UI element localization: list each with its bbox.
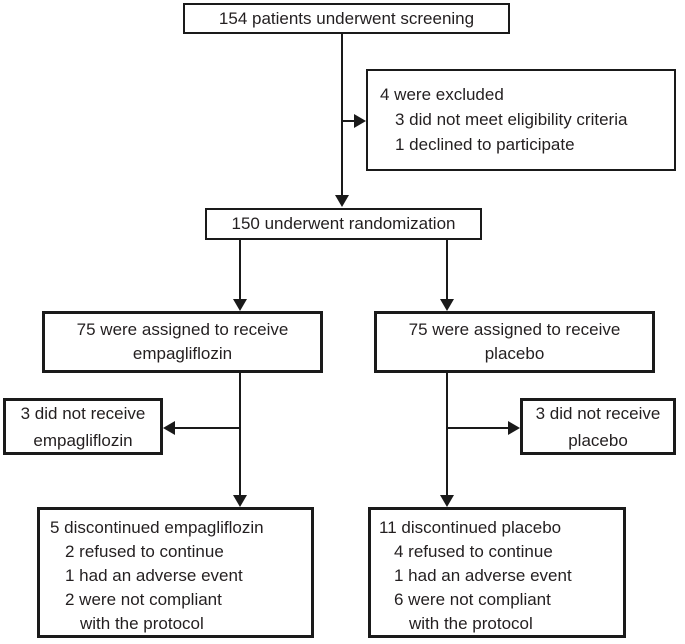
arrowhead-into-assigned-placebo: [440, 299, 454, 311]
not-received-placebo-box: 3 did not receive placebo: [520, 398, 676, 455]
arrowhead-into-excluded: [354, 114, 366, 128]
assigned-empagliflozin-box: 75 were assigned to receive empagliflozi…: [42, 311, 323, 373]
connector-to-not-received-placebo: [447, 427, 509, 429]
assigned-placebo-box: 75 were assigned to receive placebo: [374, 311, 655, 373]
assigned-empagliflozin-line2: empagliflozin: [132, 344, 233, 363]
connector-to-not-received-empagliflozin: [174, 427, 241, 429]
not-received-placebo-line1: 3 did not receive: [535, 403, 661, 423]
discontinued-placebo-box: 11 discontinued placebo 4 refused to con…: [368, 507, 626, 638]
screening-box: 154 patients underwent screening: [183, 3, 510, 34]
not-received-placebo-line2: placebo: [568, 430, 628, 450]
arrowhead-into-assigned-empagliflozin: [233, 299, 247, 311]
excluded-item: 1 declined to participate: [395, 135, 575, 154]
arrowhead-into-not-received-placebo: [508, 421, 520, 435]
screening-label: 154 patients underwent screening: [218, 8, 475, 28]
discontinued-placebo-item: 4 refused to continue: [394, 542, 553, 561]
discontinued-placebo-title: 11 discontinued placebo: [379, 518, 562, 537]
arrowhead-into-discontinued-placebo: [440, 495, 454, 507]
connector-placebo-to-discontinued: [446, 373, 448, 497]
discontinued-empagliflozin-item: 1 had an adverse event: [65, 566, 243, 585]
discontinued-placebo-item: 1 had an adverse event: [394, 566, 572, 585]
connector-screening-to-randomization: [341, 34, 343, 197]
connector-randomization-to-placebo: [446, 240, 448, 302]
connector-to-excluded: [342, 120, 358, 122]
not-received-empagliflozin-box: 3 did not receive empagliflozin: [3, 398, 163, 455]
not-received-empagliflozin-line1: 3 did not receive: [20, 403, 146, 423]
discontinued-empagliflozin-item: 2 were not compliant: [65, 590, 222, 609]
assigned-placebo-line1: 75 were assigned to receive: [408, 320, 621, 339]
discontinued-empagliflozin-item-continuation: with the protocol: [80, 614, 204, 633]
assigned-placebo-line2: placebo: [484, 344, 545, 363]
arrowhead-into-not-received-empagliflozin: [163, 421, 175, 435]
assigned-empagliflozin-line1: 75 were assigned to receive: [76, 320, 289, 339]
discontinued-placebo-item-continuation: with the protocol: [409, 614, 533, 633]
discontinued-empagliflozin-box: 5 discontinued empagliflozin 2 refused t…: [37, 507, 314, 638]
randomization-box: 150 underwent randomization: [205, 208, 482, 240]
excluded-box: 4 were excluded 3 did not meet eligibili…: [366, 69, 676, 171]
arrowhead-into-discontinued-empagliflozin: [233, 495, 247, 507]
discontinued-placebo-item: 6 were not compliant: [394, 590, 551, 609]
connector-randomization-to-empagliflozin: [239, 240, 241, 302]
excluded-item: 3 did not meet eligibility criteria: [395, 110, 628, 129]
connector-empagliflozin-to-discontinued: [239, 373, 241, 497]
arrowhead-into-randomization: [335, 195, 349, 207]
discontinued-empagliflozin-item: 2 refused to continue: [65, 542, 224, 561]
randomization-label: 150 underwent randomization: [231, 214, 456, 233]
excluded-title: 4 were excluded: [380, 85, 504, 104]
discontinued-empagliflozin-title: 5 discontinued empagliflozin: [50, 518, 264, 537]
not-received-empagliflozin-line2: empagliflozin: [33, 430, 133, 450]
